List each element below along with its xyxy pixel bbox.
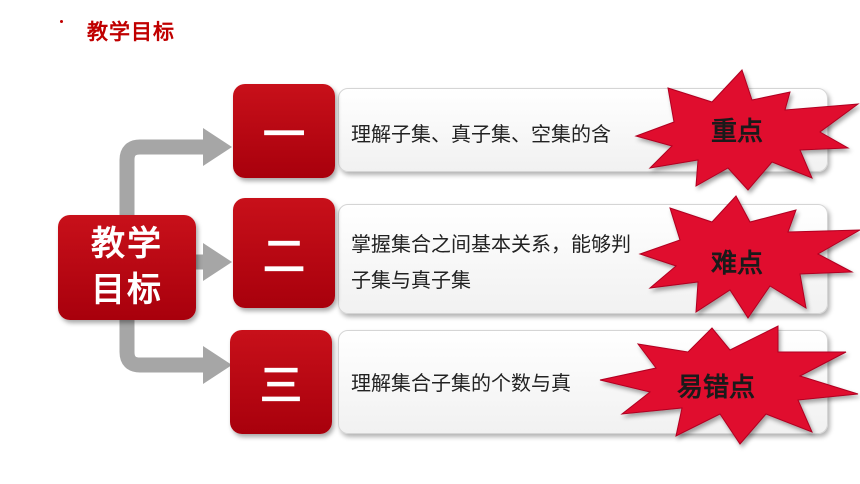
- item-2-text-line-1: 掌握集合之间基本关系，能够判: [351, 232, 631, 256]
- item-2-number-box: 二: [233, 198, 335, 308]
- item-3-number-box: 三: [230, 330, 332, 434]
- center-label-box: 教学 目标: [58, 215, 196, 320]
- item-2-number: 二: [262, 231, 305, 281]
- item-2-text-line-2: 子集与真子集: [351, 268, 471, 292]
- tag-label-1: 重点: [710, 117, 763, 147]
- center-label-line-1: 教学: [91, 224, 163, 264]
- burst-shape-2: [638, 195, 860, 319]
- tag-label-3: 易错点: [676, 373, 755, 403]
- burst-shape-3: [599, 325, 859, 445]
- tag-label-2: 难点: [710, 249, 763, 279]
- arrowhead-3: [203, 346, 232, 384]
- item-3-number: 三: [259, 360, 302, 410]
- item-1-number: 一: [262, 109, 305, 159]
- item-1-text: 理解子集、真子集、空集的含: [351, 122, 611, 146]
- title-marker: [60, 20, 63, 23]
- arrow-to-item-3: [119, 320, 205, 373]
- item-1-number-box: 一: [233, 84, 335, 178]
- burst-shape-1: [634, 69, 860, 191]
- page-title: 教学目标: [87, 20, 175, 44]
- item-3-text: 理解集合子集的个数与真: [351, 371, 571, 395]
- arrowhead-2: [203, 243, 232, 281]
- center-label-line-2: 目标: [91, 270, 163, 310]
- arrowhead-1: [203, 128, 232, 166]
- arrow-to-item-1: [119, 139, 205, 215]
